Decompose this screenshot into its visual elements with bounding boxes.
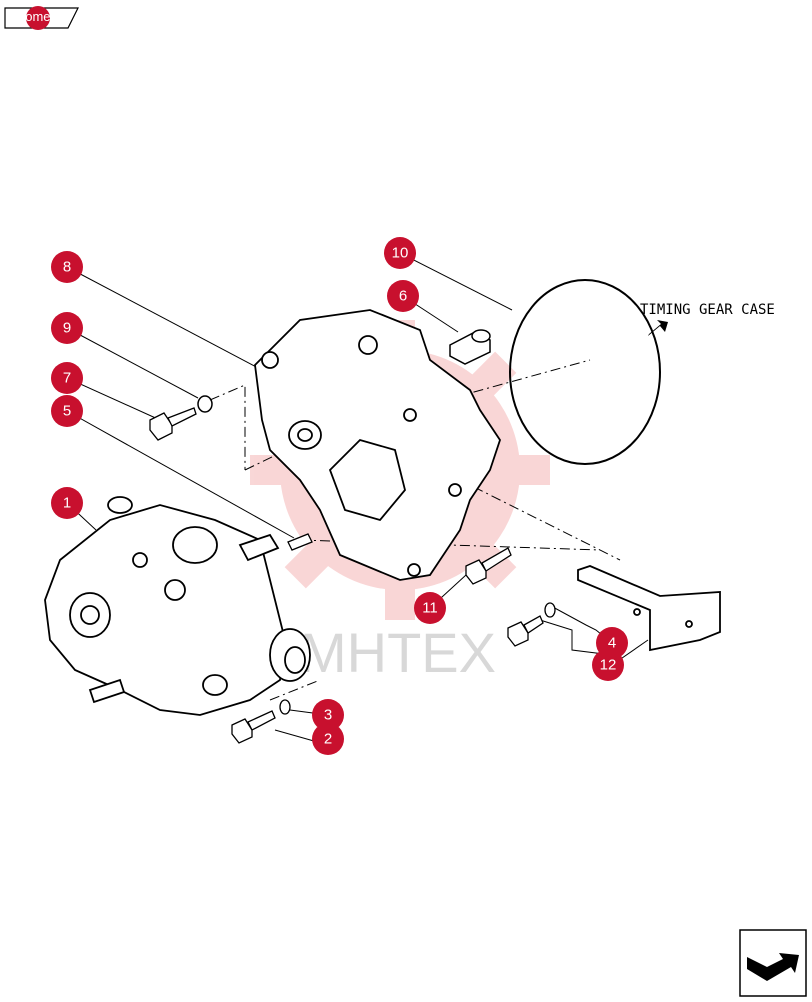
- svg-text:3: 3: [324, 707, 332, 724]
- bushing-part: [449, 329, 491, 365]
- svg-text:12: 12: [600, 657, 617, 674]
- callout-11[interactable]: 11: [414, 592, 446, 624]
- next-page-arrow-icon: [739, 929, 807, 997]
- center-lines: [209, 359, 621, 701]
- o-ring-large: [509, 279, 661, 465]
- svg-text:1: 1: [63, 495, 71, 512]
- svg-text:2: 2: [324, 731, 332, 748]
- svg-text:9: 9: [63, 320, 71, 337]
- callout-8[interactable]: 8: [51, 251, 83, 283]
- callout-9[interactable]: 9: [51, 312, 83, 344]
- callout-5[interactable]: 5: [51, 395, 83, 427]
- bolt-lower: [231, 710, 276, 744]
- watermark-text: MHTEX: [300, 621, 496, 684]
- direction-arrow-icon: [648, 320, 668, 336]
- o-ring-small: [197, 395, 213, 413]
- pump-bracket: [254, 309, 501, 581]
- washer-lower: [279, 699, 291, 715]
- svg-text:8: 8: [63, 259, 71, 276]
- injection-pump: [44, 496, 311, 716]
- bolt-bracket: [507, 602, 556, 647]
- home-button[interactable]: home: [4, 4, 80, 30]
- svg-text:7: 7: [63, 370, 71, 387]
- svg-text:6: 6: [399, 288, 407, 305]
- timing-gear-case-label: TIMING GEAR CASE: [640, 302, 775, 318]
- bolt-right: [465, 547, 512, 585]
- callout-7[interactable]: 7: [51, 362, 83, 394]
- callout-3[interactable]: 3: [312, 699, 344, 731]
- home-tab-icon: [4, 6, 79, 30]
- svg-text:5: 5: [63, 403, 71, 420]
- callout-4[interactable]: 4: [596, 627, 628, 659]
- svg-text:10: 10: [392, 245, 409, 262]
- l-bracket: [577, 565, 721, 652]
- dowel-pin: [287, 533, 313, 551]
- next-page-button[interactable]: [739, 929, 807, 997]
- callout-2[interactable]: 2: [312, 723, 344, 755]
- svg-text:4: 4: [608, 635, 616, 652]
- svg-text:11: 11: [422, 600, 438, 617]
- home-label: home: [18, 9, 51, 24]
- callout-1[interactable]: 1: [51, 487, 83, 519]
- callout-10[interactable]: 10: [384, 237, 416, 269]
- bolt-upper: [149, 407, 197, 441]
- callout-6[interactable]: 6: [387, 280, 419, 312]
